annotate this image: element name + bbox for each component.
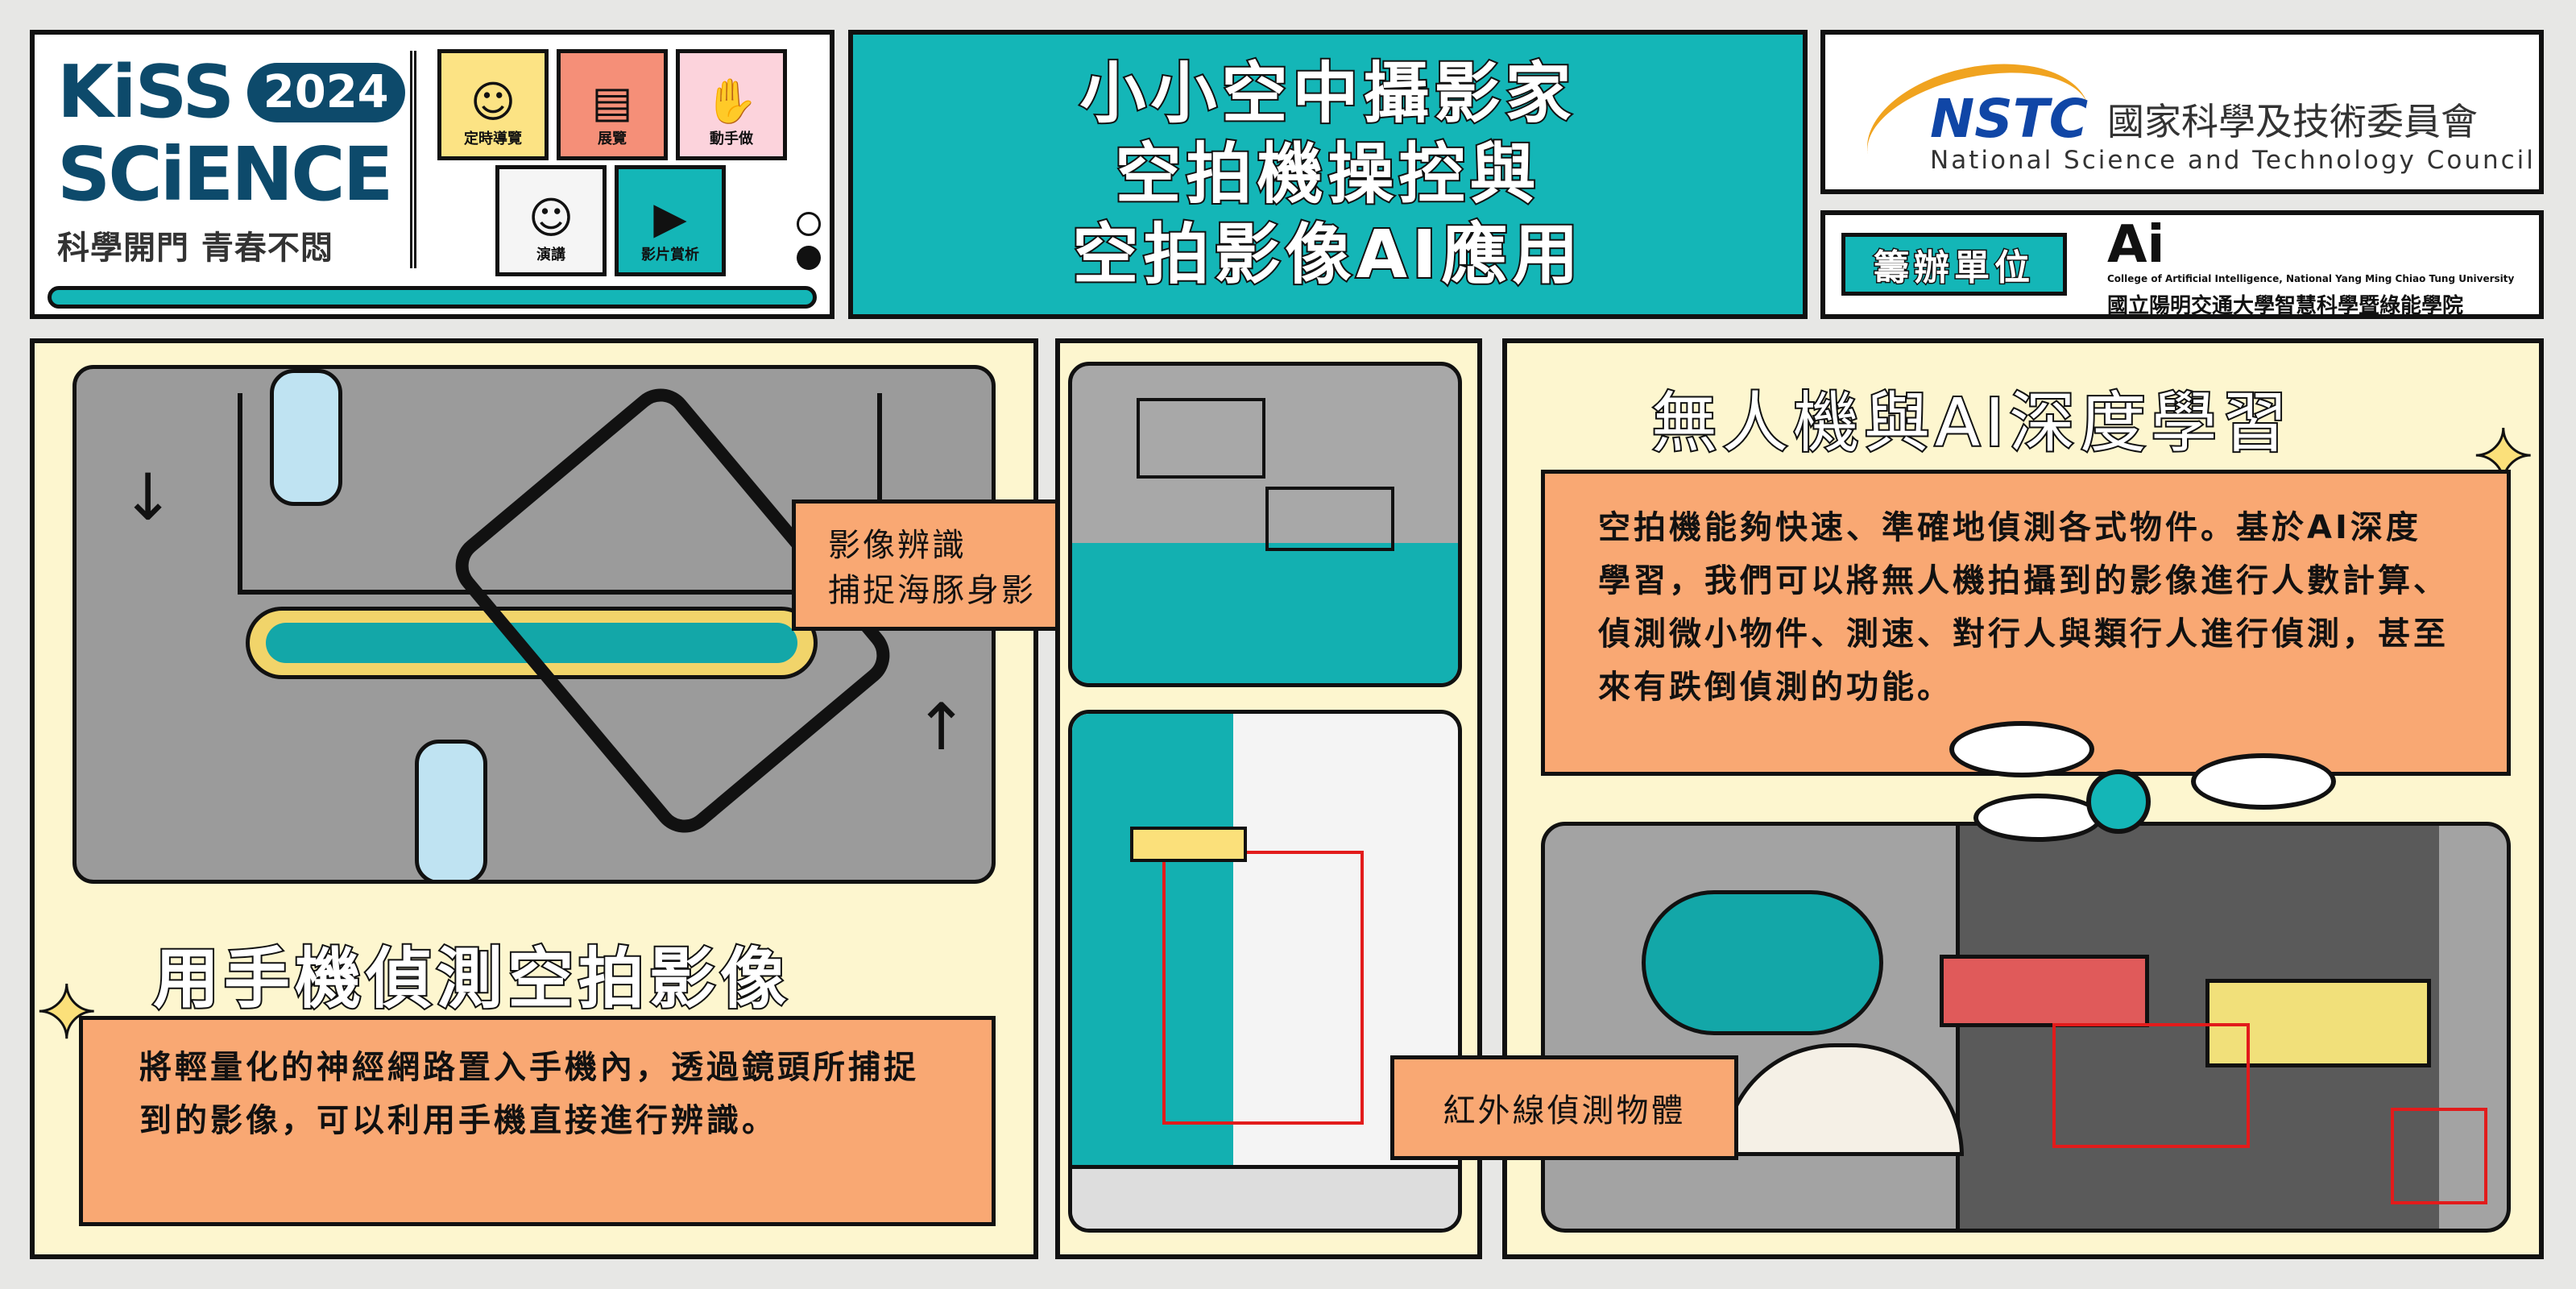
tile-video[interactable]: ▶影片賞析 [615,165,726,276]
lecture-icon: ☺ [528,193,574,243]
hedge-green [266,623,797,663]
detection-box-red [1162,851,1364,1125]
organizer-label: 籌辦單位 [1841,233,2067,296]
left-heading: 用手機偵測空拍影像 [151,939,792,1019]
parking-lot-illustration: ↓ ↑ [72,365,996,884]
left-description: 將輕量化的神經網路置入手機內，透過鏡頭所捕捉到的影像，可以利用手機直接進行辨識。 [79,1016,996,1226]
tile-lecture[interactable]: ☺演講 [495,165,607,276]
dolphin-box-1 [1137,398,1265,479]
video-play-icon: ▶ [653,193,687,243]
car-bottom [415,740,487,880]
detection-box-red [2391,1108,2487,1204]
title-banner: 小小空中攝影家 空拍機操控與 空拍影像AI應用 [848,30,1808,319]
umbrella [1722,1043,1964,1156]
page-dot-inactive[interactable] [797,212,821,236]
awning [1940,955,2149,1027]
page-dot-active[interactable] [797,246,821,270]
parking-lines [238,393,882,595]
dolphin-sea-illustration [1068,362,1462,687]
kiss-science-logo: KiSS 2024 SCiENCE 科學開門 青春不悶 [57,54,405,280]
drone-icon [1949,721,2336,850]
hands-on-icon: ✋ [704,76,759,126]
city-drone-illustration [1541,822,2511,1233]
right-heading: 無人機與AI深度學習 [1650,383,2293,463]
building-teal [1072,714,1233,1165]
tile-exhibition[interactable]: ▤展覽 [557,49,668,160]
arrow-down-icon: ↓ [121,460,176,535]
dolphin-box-2 [1265,487,1394,551]
detection-box-red [2052,1023,2250,1148]
exhibition-icon: ▤ [591,77,633,127]
label-tag [1130,827,1247,862]
nstc-logo-box: NSTC 國家科學及技術委員會 National Science and Tec… [1820,30,2544,218]
kiss-science-header: KiSS 2024 SCiENCE 科學開門 青春不悶 ☺定時導覽 ▤展覽 ✋動… [30,30,835,319]
logo-line1: KiSS 2024 [57,54,405,131]
sea-teal [1072,543,1458,683]
tile-tour[interactable]: ☺定時導覽 [437,49,549,160]
tile-hands-on[interactable]: ✋動手做 [676,49,787,160]
tour-guide-icon: ☺ [470,77,516,127]
divider [410,51,416,268]
progress-bar [48,286,817,309]
car-top [270,369,342,506]
organizer-box: 籌辦單位 Ai College of Artificial Intelligen… [1820,210,2544,319]
infrared-callout: 紅外線偵測物體 [1390,1055,1738,1160]
road [1072,1165,1458,1229]
trees [1642,890,1883,1035]
arrow-up-icon: ↑ [914,690,969,765]
